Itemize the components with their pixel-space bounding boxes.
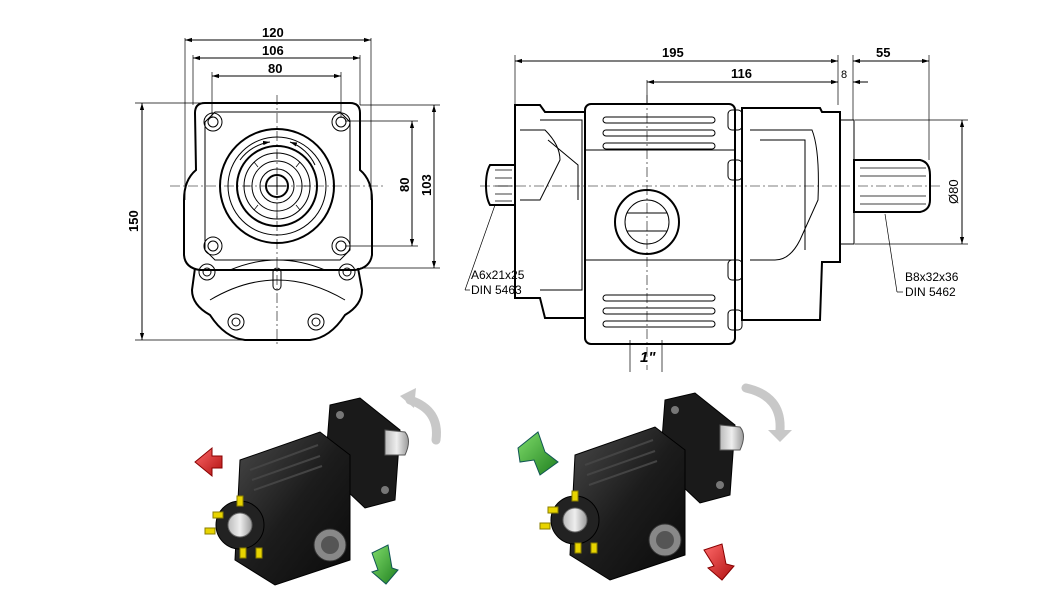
output-spline-label: B8x32x36	[905, 270, 959, 284]
bolt-hole	[331, 236, 351, 256]
bolt-hole	[331, 112, 351, 132]
front-view: 120 106 80 150 80 103	[126, 25, 440, 345]
iso-yellow-bolts	[539, 490, 598, 554]
bearing-housing	[741, 107, 841, 321]
dim-label-80-right: 80	[397, 178, 412, 192]
iso-view-right	[517, 383, 792, 581]
port-size-label: 1"	[640, 349, 656, 366]
dim-label-103: 103	[419, 174, 434, 196]
body-ribs-bottom	[602, 294, 716, 328]
iso-view-left	[194, 388, 441, 586]
input-shaft	[484, 164, 516, 206]
red-direction-arrow	[703, 543, 735, 581]
iso-yellow-bolts	[204, 495, 263, 559]
bolt-hole	[203, 236, 223, 256]
drain-slot	[272, 267, 282, 291]
input-standard-label: DIN 5463	[471, 283, 522, 297]
iso-input-shaft	[227, 512, 253, 538]
iso-output-shaft	[719, 424, 744, 451]
green-direction-arrow	[517, 431, 559, 476]
bolt-hole	[203, 112, 223, 132]
iso-output-shaft	[384, 429, 409, 456]
dim-label-195: 195	[662, 45, 684, 60]
body-ribs-top	[602, 116, 716, 150]
output-shaft	[853, 159, 931, 213]
rear-cover	[514, 104, 586, 319]
dim-label-150: 150	[126, 210, 141, 232]
main-body	[584, 103, 736, 345]
port-outer	[614, 189, 680, 255]
dim-label-120: 120	[262, 25, 284, 40]
hub-outer	[219, 128, 335, 244]
dim-label-116: 116	[731, 66, 752, 81]
dim-label-80-top: 80	[268, 61, 282, 76]
iso-input-shaft	[562, 507, 588, 533]
shaft-spline	[265, 174, 289, 198]
dim-label-d80: Ø80	[946, 179, 961, 204]
dim-label-55: 55	[876, 45, 890, 60]
output-standard-label: DIN 5462	[905, 285, 956, 299]
red-direction-arrow	[194, 446, 223, 478]
input-spline-label: A6x21x25	[471, 268, 525, 282]
side-view: 195 116 8 55 Ø80	[464, 45, 968, 372]
rotation-arrow	[741, 383, 785, 435]
lower-body-outline	[190, 267, 364, 341]
rotation-arrow	[405, 395, 441, 445]
green-direction-arrow	[371, 544, 399, 585]
dim-label-106: 106	[262, 43, 284, 58]
mounting-flange	[839, 119, 855, 245]
dim-label-8: 8	[841, 69, 847, 81]
